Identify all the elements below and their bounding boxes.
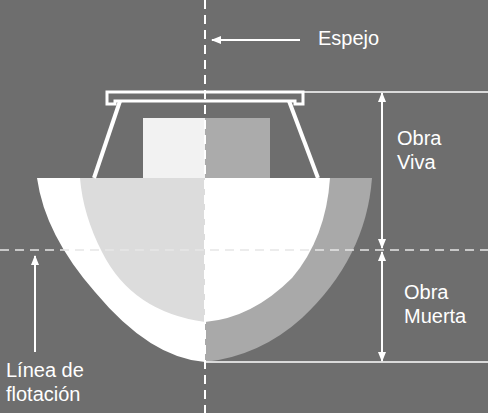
center-line xyxy=(204,0,206,413)
dimension-line xyxy=(381,93,383,170)
waterline-label: Línea de flotación xyxy=(6,358,112,406)
dimension-line xyxy=(381,252,383,305)
hull-outer-left xyxy=(37,178,205,362)
leader-arrow xyxy=(34,256,36,352)
extension-line xyxy=(303,91,488,93)
dimension-line xyxy=(381,305,383,361)
mirror-label: Espejo xyxy=(318,26,428,50)
hull-inner-right xyxy=(205,178,330,322)
extension-line xyxy=(205,361,488,363)
dimension-line xyxy=(381,170,383,248)
dimension-label: Obra Viva xyxy=(397,126,457,174)
leader-arrow xyxy=(212,39,300,41)
stanchion xyxy=(94,101,120,178)
waterline xyxy=(0,249,488,251)
cabin-right xyxy=(205,118,270,180)
cabin-left xyxy=(143,118,205,180)
stanchion xyxy=(289,101,318,178)
hull-outer-right xyxy=(205,178,372,362)
dimension-label: Obra Muerta xyxy=(404,280,476,328)
